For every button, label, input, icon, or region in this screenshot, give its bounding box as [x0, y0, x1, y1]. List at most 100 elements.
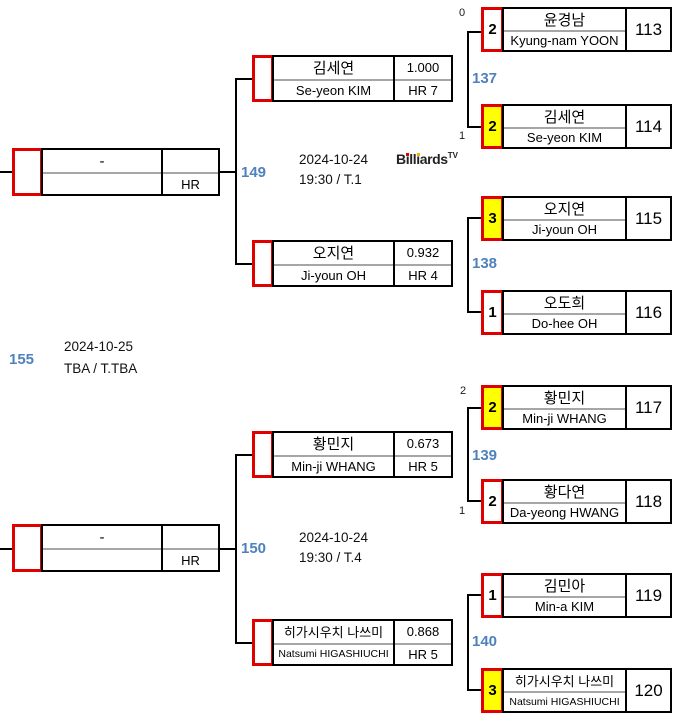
player-name-english: Natsumi HIGASHIUCHI — [278, 648, 389, 661]
connector-line — [220, 548, 237, 550]
stats-cell: 1.000 HR 7 — [393, 55, 453, 102]
stats-cell: 0.673 HR 5 — [393, 431, 453, 478]
player-name-korean: 윤경남 — [504, 9, 625, 32]
average-value: 0.868 — [395, 621, 451, 645]
stats-cell: 0.932 HR 4 — [393, 240, 453, 287]
draw-number: 120 — [625, 668, 672, 713]
player-box-114: 2 김세연 Se-yeon KIM 114 — [481, 104, 672, 149]
draw-number: 117 — [625, 385, 672, 430]
player-name-english: Min-ji WHANG — [522, 411, 607, 427]
connector-line — [467, 217, 469, 313]
player-name-english: Se-yeon KIM — [526, 130, 603, 146]
semifinalist-box-oh: 오지연 Ji-youn OH 0.932 HR 4 — [252, 240, 453, 287]
logo-dot-red-icon: ı — [405, 151, 410, 167]
match-label-139: 139 — [472, 447, 498, 464]
player-name-korean: 오지연 — [274, 242, 393, 266]
score-cell — [12, 148, 43, 196]
connector-line — [469, 31, 482, 33]
schedule-match-150: 2024-10-24 19:30 / T.4 — [299, 528, 368, 567]
name-cell: - — [41, 524, 163, 572]
player-name-korean: 히가시우치 나쓰미 — [274, 621, 393, 645]
average-value: 1.000 — [395, 57, 451, 81]
name-cell: 황민지 Min-ji WHANG — [502, 385, 627, 430]
player-name-english: Min-ji WHANG — [291, 458, 376, 474]
connector-line — [0, 171, 12, 173]
player-name-english: Se-yeon KIM — [295, 82, 372, 98]
name-cell: 황민지 Min-ji WHANG — [272, 431, 395, 478]
connector-line — [469, 689, 482, 691]
logo-text: ards — [419, 151, 448, 167]
draw-number: 113 — [625, 7, 672, 52]
logo-dot-yellow-icon: ı — [416, 151, 420, 167]
average-value: 0.673 — [395, 433, 451, 457]
name-cell: 김세연 Se-yeon KIM — [272, 55, 395, 102]
connector-line — [469, 217, 482, 219]
connector-line — [469, 126, 482, 128]
connector-line — [220, 171, 237, 173]
connector-line — [235, 78, 237, 265]
schedule-time: TBA / T.TBA — [64, 361, 138, 376]
draw-number: 118 — [625, 479, 672, 524]
connector-line — [469, 594, 482, 596]
high-run-value: HR 5 — [408, 458, 438, 474]
name-cell: 오지연 Ji-youn OH — [502, 196, 627, 241]
draw-number: 116 — [625, 290, 672, 335]
high-run-value: HR 5 — [408, 646, 438, 662]
match-label-149: 149 — [241, 164, 267, 181]
connector-line — [469, 500, 482, 502]
schedule-match-149: 2024-10-24 19:30 / T.1 — [299, 150, 368, 189]
score-cell — [252, 619, 274, 666]
stats-cell: HR — [161, 524, 220, 572]
name-cell: 김민아 Min-a KIM — [502, 573, 627, 618]
connector-line — [467, 31, 469, 128]
name-cell: 오지연 Ji-youn OH — [272, 240, 395, 287]
connector-line — [0, 548, 12, 550]
player-box-118: 2 황다연 Da-yeong HWANG 118 — [481, 479, 672, 524]
player-name-english: Ji-youn OH — [531, 222, 598, 238]
player-name-korean: 김세연 — [274, 57, 393, 81]
schedule-match-155: 2024-10-25 TBA / T.TBA — [64, 336, 137, 380]
finalist-name-placeholder: - — [43, 526, 161, 551]
connector-line — [235, 454, 237, 644]
player-name-korean: 황민지 — [504, 387, 625, 410]
draw-number: 115 — [625, 196, 672, 241]
score-cell — [252, 431, 274, 478]
player-name-english: Kyung-nam YOON — [510, 33, 619, 49]
finalist-box-top: - HR — [12, 148, 220, 196]
schedule-time: 19:30 / T.4 — [299, 549, 362, 565]
connector-line — [237, 642, 252, 644]
draw-number: 119 — [625, 573, 672, 618]
score-cell: 3 — [481, 668, 504, 713]
match-label-137: 137 — [472, 70, 498, 87]
high-run-label: HR — [181, 176, 200, 192]
name-cell: - — [41, 148, 163, 196]
connector-line — [237, 78, 252, 80]
name-cell: 황다연 Da-yeong HWANG — [502, 479, 627, 524]
score-cell: 1 — [481, 573, 504, 618]
player-name-english: Do-hee OH — [531, 316, 598, 332]
connector-line — [237, 454, 252, 456]
semifinalist-box-kim: 김세연 Se-yeon KIM 1.000 HR 7 — [252, 55, 453, 102]
name-cell: 김세연 Se-yeon KIM — [502, 104, 627, 149]
semifinalist-box-whang: 황민지 Min-ji WHANG 0.673 HR 5 — [252, 431, 453, 478]
score-cell: 2 — [481, 385, 504, 430]
finalist-box-bottom: - HR — [12, 524, 220, 572]
player-box-116: 1 오도희 Do-hee OH 116 — [481, 290, 672, 335]
player-name-korean: 오도희 — [504, 292, 625, 315]
schedule-time: 19:30 / T.1 — [299, 171, 362, 187]
score-cell: 3 — [481, 196, 504, 241]
match-label-155: 155 — [9, 351, 35, 368]
player-name-korean: 김민아 — [504, 575, 625, 598]
score-cell — [12, 524, 43, 572]
score-cell: 1 — [481, 290, 504, 335]
name-cell: 히가시우치 나쓰미 Natsumi HIGASHIUCHI — [502, 668, 627, 713]
schedule-date: 2024-10-25 — [64, 339, 134, 354]
connector-line — [467, 407, 469, 502]
player-box-113: 2 윤경남 Kyung-nam YOON 113 — [481, 7, 672, 52]
score-cell: 2 — [481, 479, 504, 524]
finalist-name-english — [43, 174, 161, 194]
connector-line — [467, 594, 469, 691]
pre-score: 0 — [459, 7, 466, 19]
player-name-korean: 김세연 — [504, 106, 625, 129]
